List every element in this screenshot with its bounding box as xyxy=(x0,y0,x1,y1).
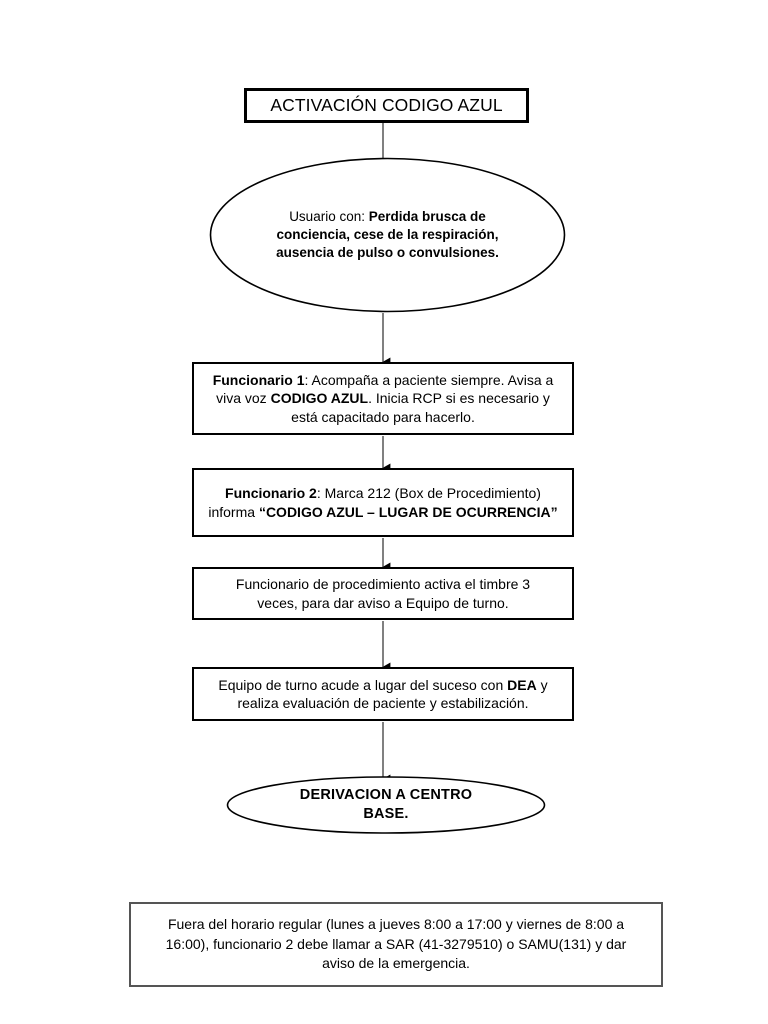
node-trigger-text: Usuario con: Perdida brusca de concienci… xyxy=(209,208,566,261)
node-trigger-condition: Usuario con: Perdida brusca de concienci… xyxy=(209,157,566,313)
node-step3-text: Funcionario de procedimiento activa el t… xyxy=(235,576,531,611)
node-title-activacion-codigo-azul: ACTIVACIÓN CODIGO AZUL xyxy=(244,88,529,123)
ellipse-outline-outcome xyxy=(226,776,546,834)
node-step-equipo-de-turno: Equipo de turno acude a lugar del suceso… xyxy=(192,667,574,721)
ellipse-outline-trigger xyxy=(209,157,566,313)
node-step2-actor: Funcionario 2 xyxy=(225,485,317,502)
node-step2-text: Funcionario 2: Marca 212 (Box de Procedi… xyxy=(194,484,572,521)
node-outcome-text: DERIVACION A CENTRO BASE. xyxy=(226,786,546,824)
node-step1-part-a: : Acompaña a paciente siempre. Avisa a v… xyxy=(216,371,554,407)
node-step1-text: Funcionario 1: Acompaña a paciente siemp… xyxy=(194,371,572,426)
node-step-funcionario-1: Funcionario 1: Acompaña a paciente siemp… xyxy=(192,362,574,435)
node-outcome-line1: DERIVACION A CENTRO xyxy=(299,786,473,803)
node-trigger-emphasis: Perdida brusca de conciencia, cese de la… xyxy=(276,209,499,260)
node-title-text: ACTIVACIÓN CODIGO AZUL xyxy=(270,94,503,115)
node-outcome-line2: BASE. xyxy=(363,806,409,822)
node-step-timbre: Funcionario de procedimiento activa el t… xyxy=(192,567,574,620)
node-footnote-text: Fuera del horario regular (lunes a jueve… xyxy=(165,915,627,972)
node-step2-part-a: : Marca 212 (Box de Procedimiento) infor… xyxy=(208,485,541,520)
node-step1-actor: Funcionario 1 xyxy=(212,371,305,388)
node-step1-emphasis: CODIGO AZUL xyxy=(270,390,369,407)
node-footnote-horario: Fuera del horario regular (lunes a jueve… xyxy=(129,902,663,987)
node-outcome-derivacion: DERIVACION A CENTRO BASE. xyxy=(226,776,546,834)
node-step4-part-b: y realiza evaluación de paciente y estab… xyxy=(237,676,548,711)
node-step1-part-b: . Inicia RCP si es necesario y está capa… xyxy=(291,390,550,425)
node-step4-part-a: Equipo de turno acude a lugar del suceso… xyxy=(218,676,508,693)
node-step4-emphasis: DEA xyxy=(507,676,537,693)
node-step2-emphasis: “CODIGO AZUL – LUGAR DE OCURRENCIA” xyxy=(258,503,558,520)
node-step-funcionario-2: Funcionario 2: Marca 212 (Box de Procedi… xyxy=(192,468,574,537)
node-trigger-lead: Usuario con: xyxy=(289,209,365,225)
node-step4-text: Equipo de turno acude a lugar del suceso… xyxy=(194,676,572,713)
